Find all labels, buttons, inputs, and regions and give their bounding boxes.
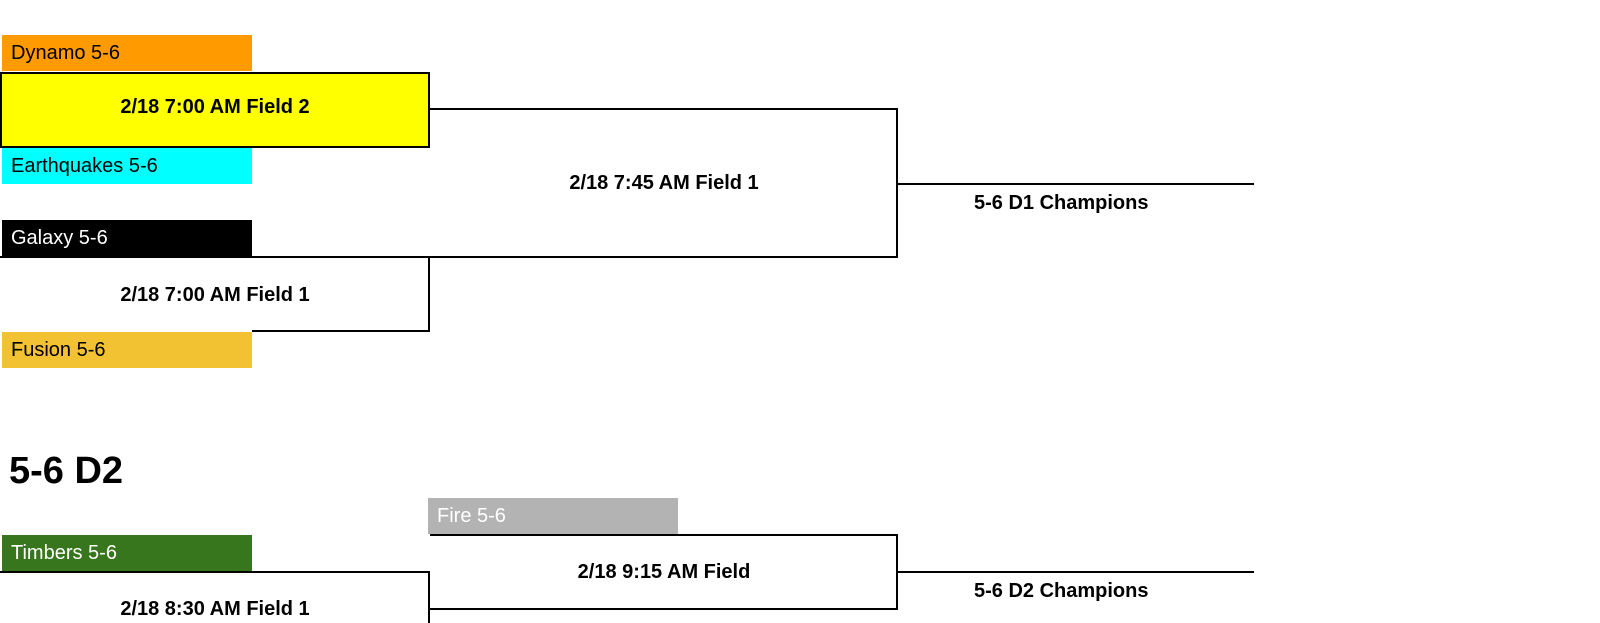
d2-final-bottom-line: [430, 608, 898, 610]
d2-champion-line: [898, 571, 1254, 573]
d2-final-game-label: 2/18 9:15 AM Field: [577, 561, 751, 583]
game-1-highlight: [0, 72, 430, 148]
game-2-bottom-line: [252, 330, 430, 332]
team-timbers-label: Timbers 5-6: [11, 542, 117, 564]
final-right-line: [896, 108, 898, 258]
final-bottom-line: [430, 256, 898, 258]
final-game-label: 2/18 7:45 AM Field 1: [569, 172, 759, 194]
team-fusion-label: Fusion 5-6: [11, 339, 106, 361]
game-2-label: 2/18 7:00 AM Field 1: [120, 284, 310, 306]
team-galaxy-label: Galaxy 5-6: [11, 227, 108, 249]
team-fire: Fire 5-6: [428, 498, 678, 534]
d2-game-1-right-line: [428, 571, 430, 623]
team-fire-label: Fire 5-6: [437, 505, 506, 527]
game-2-right-line: [428, 256, 430, 332]
d2-final-right-line: [896, 534, 898, 610]
d2-champion-label: 5-6 D2 Champions: [974, 580, 1149, 602]
champion-label: 5-6 D1 Champions: [974, 192, 1149, 214]
game-2-top-line: [0, 256, 430, 258]
team-earthquakes: Earthquakes 5-6: [2, 148, 252, 184]
d2-game-1-top-line: [0, 571, 430, 573]
d2-final-top-line: [430, 534, 898, 536]
final-top-line: [430, 108, 898, 110]
team-timbers: Timbers 5-6: [2, 535, 252, 571]
d2-game-1-label: 2/18 8:30 AM Field 1: [120, 598, 310, 620]
team-earthquakes-label: Earthquakes 5-6: [11, 155, 158, 177]
champion-line: [898, 183, 1254, 185]
team-fusion: Fusion 5-6: [2, 332, 252, 368]
team-dynamo: Dynamo 5-6: [2, 35, 252, 71]
section-title: 5-6 D2: [9, 450, 124, 492]
game-1-label: 2/18 7:00 AM Field 2: [120, 96, 310, 118]
team-dynamo-label: Dynamo 5-6: [11, 42, 120, 64]
team-galaxy: Galaxy 5-6: [2, 220, 252, 256]
